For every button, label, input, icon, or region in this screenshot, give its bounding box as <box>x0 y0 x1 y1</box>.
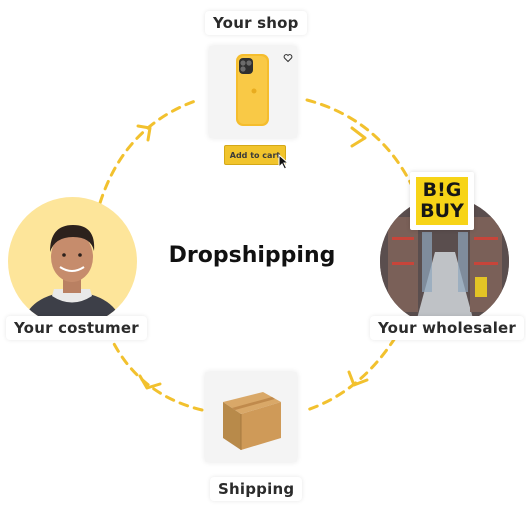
arrowhead-up-right <box>136 124 152 142</box>
customer-portrait <box>22 225 123 326</box>
logo-text-line2: BUY <box>420 200 464 222</box>
heart-icon[interactable] <box>283 53 293 63</box>
center-title: Dropshipping <box>168 243 336 268</box>
cursor-pointer-icon <box>278 154 290 170</box>
shipping-box-card <box>205 372 297 462</box>
arrowhead-up-left <box>138 374 162 390</box>
phone-case-image <box>236 54 269 126</box>
shop-product-card[interactable] <box>209 46 297 138</box>
arc-customer-to-shop <box>98 98 200 205</box>
arrowhead-down-right <box>350 126 367 148</box>
customer-photo <box>8 197 137 326</box>
shipping-label: Shipping <box>210 477 303 501</box>
wholesaler-label: Your wholesaler <box>370 316 525 340</box>
logo-text-line1: B!G <box>422 179 462 201</box>
bigbuy-logo: B!G BUY <box>410 172 474 230</box>
arrowhead-down-left <box>347 370 369 387</box>
add-to-cart-button[interactable]: Add to cart <box>224 145 286 165</box>
arc-shop-to-wholesaler <box>305 98 417 194</box>
cardboard-box-icon <box>223 392 281 450</box>
customer-label: Your costumer <box>6 316 147 340</box>
shop-label: Your shop <box>205 11 307 35</box>
arc-shipping-to-customer <box>110 338 204 412</box>
